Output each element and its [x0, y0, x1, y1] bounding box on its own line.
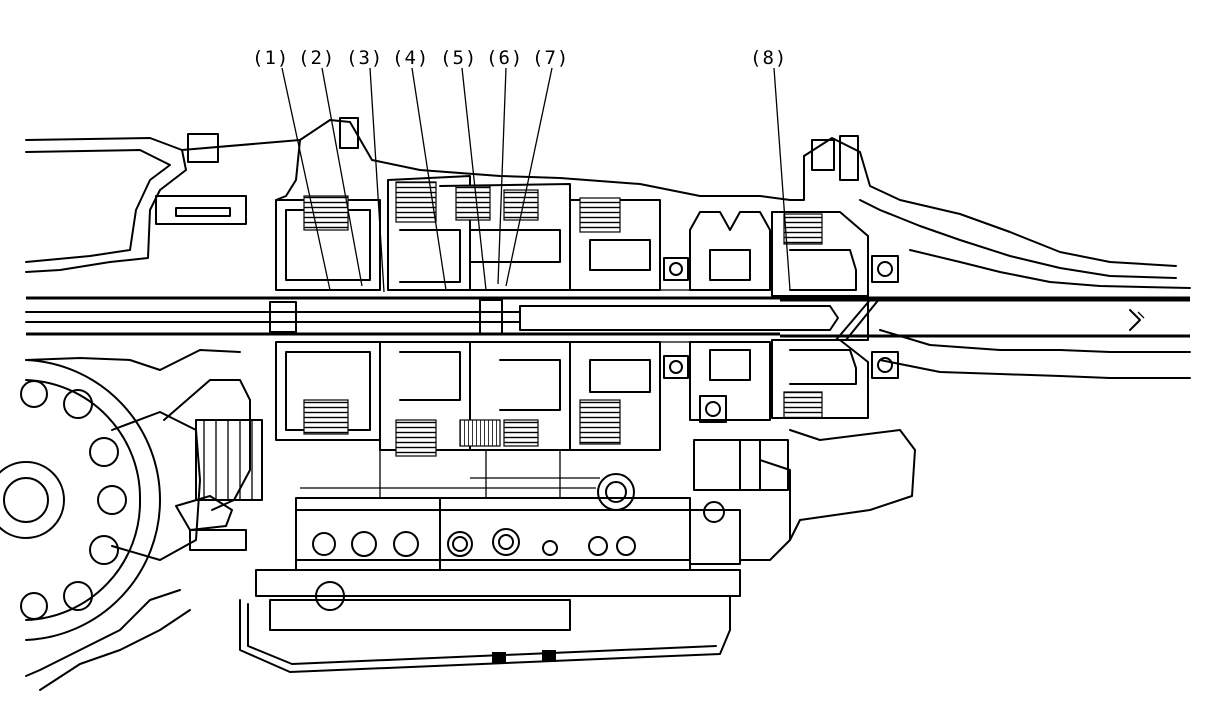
leader-line-2: [321, 67, 363, 287]
transmission-housing: [25, 117, 1191, 691]
callout-label-2: (2): [298, 47, 335, 69]
callout-label-6: (6): [486, 47, 523, 69]
callout-label-4: (4): [392, 47, 429, 69]
leader-line-8: [773, 67, 791, 291]
leader-line-1: [281, 67, 331, 291]
front-differential: [0, 359, 263, 641]
lower-clutch-assembly: [275, 341, 771, 457]
main-shaft: [25, 295, 1190, 341]
leader-line-7: [505, 67, 553, 287]
internal-passages: [155, 195, 690, 498]
leader-lines: [281, 67, 791, 293]
callout-label-3: (3): [346, 47, 383, 69]
callout-label-8: (8): [750, 47, 787, 69]
leader-line-5: [461, 67, 487, 291]
callout-label-1: (1): [252, 47, 289, 69]
leader-line-6: [497, 67, 507, 285]
leader-line-3: [369, 67, 385, 293]
leader-line-4: [411, 67, 447, 291]
callout-labels: (1) (2) (3) (4) (5) (6) (7) (8): [252, 47, 787, 69]
valve-body: [239, 439, 789, 673]
rear-clutch-assembly: [771, 211, 899, 419]
callout-label-7: (7): [532, 47, 569, 69]
callout-label-5: (5): [440, 47, 477, 69]
upper-clutch-assembly: [275, 175, 771, 291]
